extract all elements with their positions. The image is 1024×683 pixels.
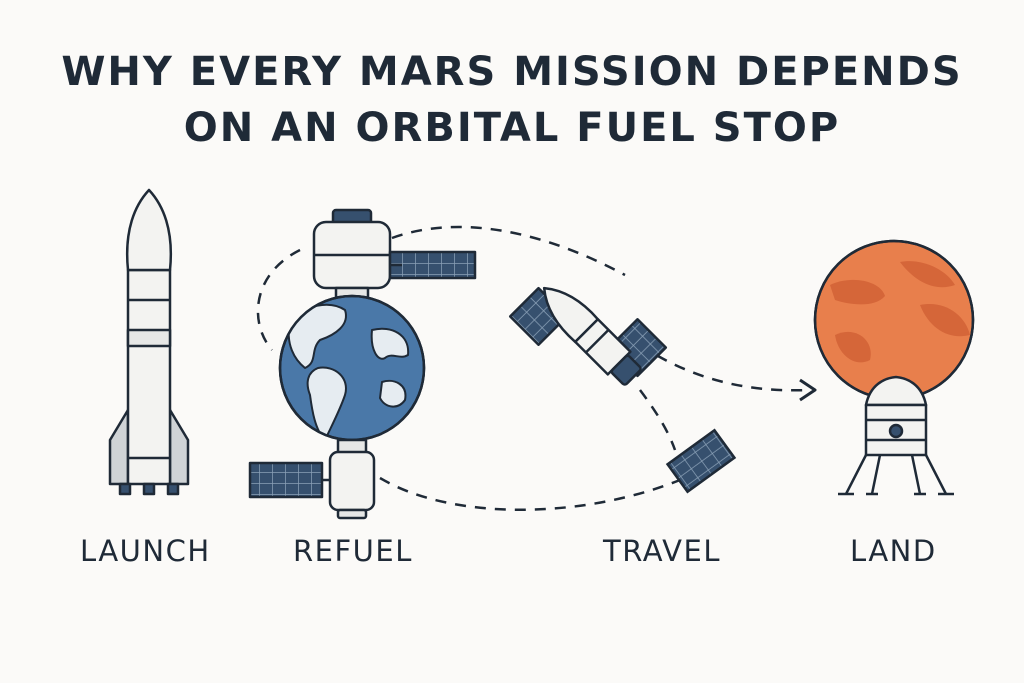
stage-label-launch: LAUNCH	[80, 534, 211, 568]
trajectory-to-mars	[639, 343, 809, 392]
earth-fuel-station-icon	[248, 208, 477, 520]
spacecraft-icon	[508, 286, 668, 386]
rocket-icon	[108, 188, 190, 496]
title-line-1: WHY EVERY MARS MISSION DEPENDS	[61, 49, 963, 95]
mars-lander-icon	[813, 239, 975, 496]
orbit-path-upper	[256, 248, 301, 351]
title-line-2: ON AN ORBITAL FUEL STOP	[183, 105, 841, 151]
arrow-head-icon	[799, 378, 817, 402]
exhaust-trail	[638, 389, 677, 451]
detached-solar-panel-icon	[665, 428, 737, 494]
stage-label-refuel: REFUEL	[293, 534, 413, 568]
stage-label-land: LAND	[850, 534, 937, 568]
trajectory-to-travel	[391, 225, 626, 277]
page-title: WHY EVERY MARS MISSION DEPENDS ON AN ORB…	[0, 44, 1024, 156]
trajectory-paths	[256, 225, 809, 511]
stage-label-travel: TRAVEL	[603, 534, 721, 568]
trajectory-lower	[379, 476, 681, 511]
